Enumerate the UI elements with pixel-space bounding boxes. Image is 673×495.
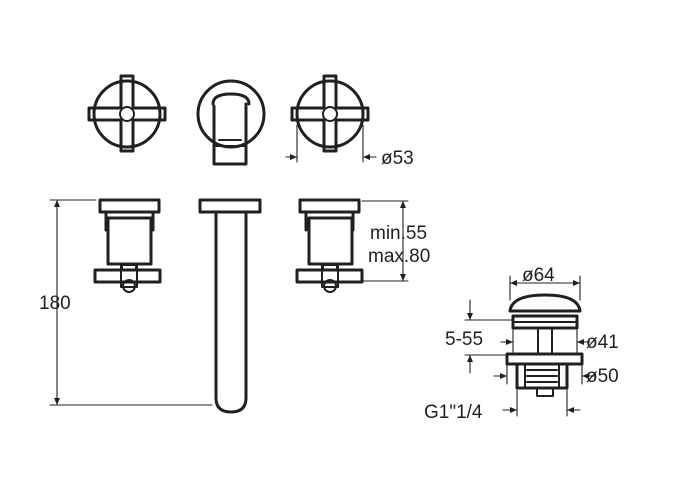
- label-dia-53: ø53: [381, 148, 414, 169]
- spout-side: [198, 198, 262, 414]
- spout-front: [196, 79, 266, 166]
- drain-plug: [505, 293, 584, 397]
- left-handle-front: [87, 74, 167, 153]
- dim-180: [49, 199, 213, 406]
- label-dia-64: ø64: [522, 265, 555, 286]
- dim-41: [500, 329, 591, 353]
- label-dia-41: ø41: [586, 332, 619, 353]
- dim-thread: [502, 389, 581, 417]
- label-5-55: 5-55: [445, 329, 483, 350]
- right-handle-side: [295, 198, 364, 293]
- dim-53: [285, 124, 377, 163]
- dim-50: [493, 363, 597, 385]
- label-180: 180: [39, 293, 71, 314]
- dim-64: [509, 275, 581, 301]
- label-dia-50: ø50: [586, 366, 619, 387]
- right-handle-front: [290, 74, 370, 153]
- dim-5-55: [464, 299, 513, 374]
- label-min-55: min.55: [370, 223, 427, 244]
- label-max-80: max.80: [368, 246, 430, 267]
- label-thread: G1"1/4: [424, 402, 483, 423]
- left-handle-side: [93, 198, 162, 293]
- dim-min-max: [361, 200, 409, 282]
